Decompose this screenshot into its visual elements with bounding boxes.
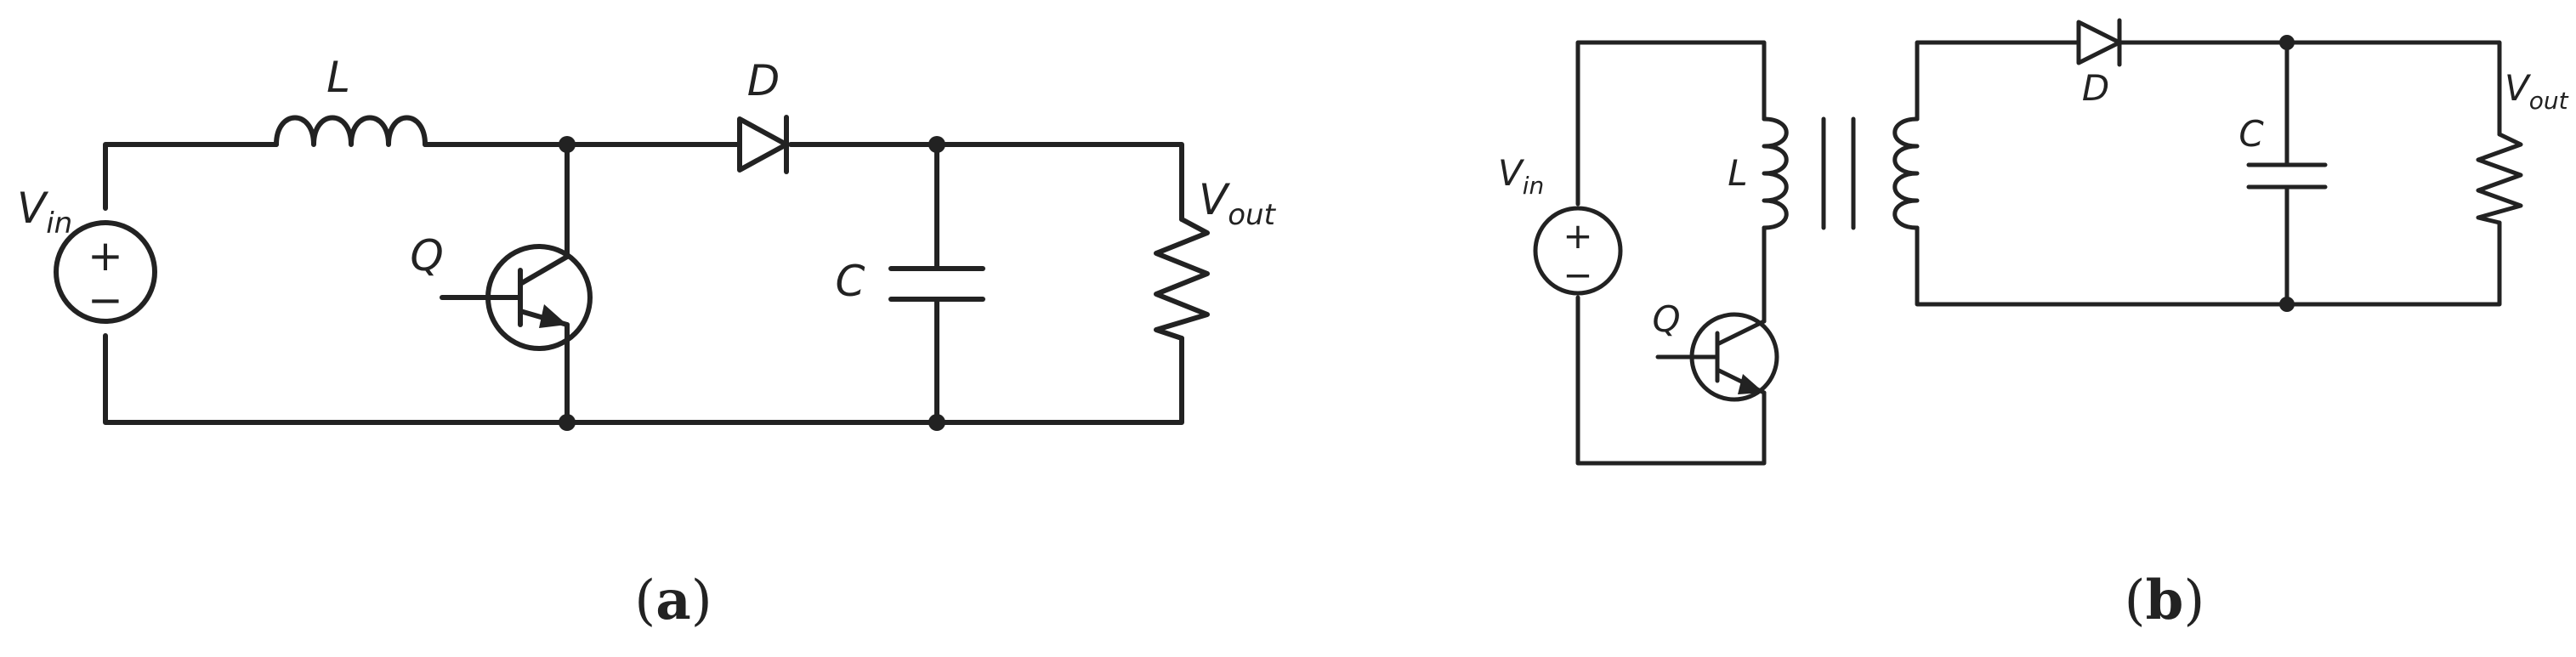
junction-dot [559, 136, 576, 153]
panel-b-capacitor-label: C [2238, 113, 2264, 155]
panel-b-transformer-core [1821, 116, 1856, 230]
junction-dot [928, 414, 945, 431]
caption-letter: a [655, 569, 690, 632]
output-v: V [1199, 175, 1231, 224]
panel-b-resistor [2476, 132, 2523, 225]
panel-a-caption: (a) [634, 569, 712, 632]
panel-b-secondary-inductor [1892, 116, 1920, 230]
panel-a-source-label: Vin [17, 184, 72, 241]
caption-close: ) [691, 569, 712, 632]
panel-b-transistor [1655, 312, 1779, 402]
caption-close: ) [2183, 569, 2204, 632]
caption-open: ( [2125, 569, 2146, 632]
panel-b-secondary-wires [1915, 40, 2502, 307]
caption-letter: b [2146, 569, 2184, 632]
panel-a-transistor [440, 244, 593, 351]
output-sub: out [1228, 198, 1276, 232]
panel-a-boost-converter: L D Q C Vout [17, 53, 1277, 632]
caption-open: ( [634, 569, 655, 632]
panel-b-source-minus: − [1563, 254, 1592, 296]
junction-dot [559, 414, 576, 431]
junction-dot [2279, 35, 2295, 50]
panel-b-output-label: Vout [2505, 67, 2569, 115]
panel-b-caption: (b) [2125, 569, 2205, 632]
panel-a-source-plus: + [88, 231, 123, 280]
source-sub: in [46, 207, 72, 241]
panel-a-inductor [274, 115, 428, 147]
panel-b-flyback-converter: L D C [1498, 18, 2569, 632]
panel-b-primary-inductor [1762, 116, 1789, 230]
panel-b-voltage-source [1533, 206, 1623, 296]
panel-a-capacitor [888, 266, 985, 302]
panel-a-output-label: Vout [1199, 175, 1277, 232]
source-v: V [17, 184, 49, 233]
panel-a-resistor [1154, 217, 1210, 341]
panel-a-inductor-label: L [326, 53, 350, 102]
panel-a-diode [737, 115, 789, 174]
output-sub: out [2529, 87, 2569, 115]
panel-a-capacitor-label: C [836, 257, 865, 306]
panel-b-source-label: Vin [1498, 152, 1544, 200]
junction-dot [2279, 297, 2295, 312]
panel-b-source-plus: + [1563, 215, 1592, 257]
panel-a-wires [103, 142, 1184, 425]
panel-b-transistor-label: Q [1652, 298, 1680, 340]
panel-b-primary-wires [1575, 40, 1767, 466]
panel-a-diode-label: D [747, 56, 780, 105]
output-v: V [2505, 67, 2532, 109]
source-v: V [1498, 152, 1525, 194]
panel-a-transistor-label: Q [410, 231, 443, 280]
junction-dot [928, 136, 945, 153]
panel-a-voltage-source [54, 220, 157, 324]
source-sub: in [1523, 172, 1545, 200]
panel-b-diode-label: D [2082, 67, 2109, 109]
panel-b-inductor-label: L [1728, 152, 1747, 194]
panel-a-source-minus: − [88, 275, 123, 325]
panel-b-capacitor [2246, 162, 2328, 190]
panel-b-diode [2076, 18, 2122, 67]
